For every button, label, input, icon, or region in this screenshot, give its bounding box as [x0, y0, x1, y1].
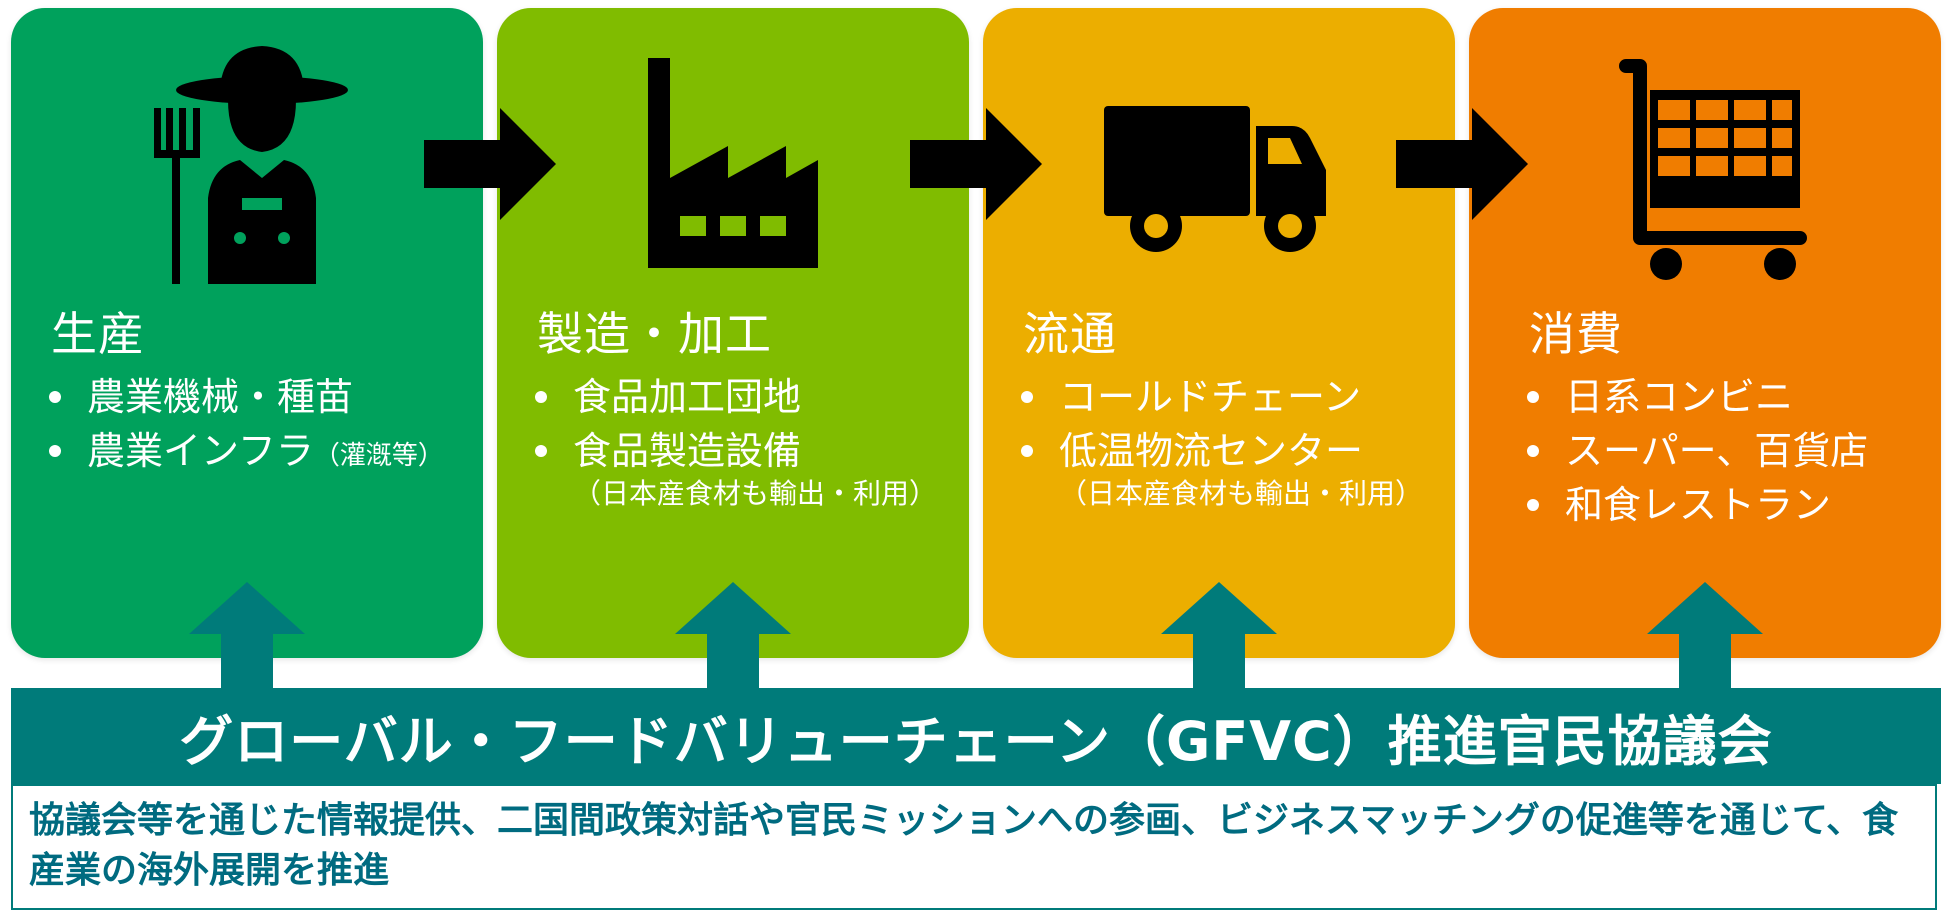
flow-arrow-right-icon [910, 108, 1042, 220]
list-item: コールドチェーン [1017, 370, 1423, 424]
bullet-dot [1527, 499, 1539, 511]
list-item: 日系コンビニ [1523, 370, 1868, 424]
bullet-dot [49, 445, 61, 457]
flow-arrow-right-icon [1396, 108, 1528, 220]
stage-bullet-list: 日系コンビニ スーパー、百貨店 和食レストラン [1523, 370, 1868, 532]
bullet-dot [535, 445, 547, 457]
bullet-dot [535, 391, 547, 403]
list-item: 農業機械・種苗 [45, 370, 444, 424]
list-item: スーパー、百貨店 [1523, 424, 1868, 478]
list-item: 低温物流センター （日本産食材も輸出・利用） [1017, 424, 1423, 510]
list-item-note: （日本産食材も輸出・利用） [573, 477, 938, 510]
stage-bullet-list: 農業機械・種苗 農業インフラ（灌漑等） [45, 370, 444, 483]
stage-title: 製造・加工 [537, 307, 772, 361]
council-banner: グローバル・フードバリューチェーン（GFVC）推進官民協議会 [11, 688, 1941, 784]
list-item: 食品製造設備 （日本産食材も輸出・利用） [531, 424, 937, 510]
stage-card-manufacturing: 製造・加工 食品加工団地 食品製造設備 （日本産食材も輸出・利用） [497, 8, 969, 658]
support-arrow-up-icon [1161, 582, 1277, 690]
list-item-text: 日系コンビニ [1565, 375, 1794, 419]
list-item-text: 和食レストラン [1565, 483, 1832, 527]
list-item: 食品加工団地 [531, 370, 937, 424]
description-box: 協議会等を通じた情報提供、二国間政策対話や官民ミッションへの参画、ビジネスマッチ… [11, 784, 1937, 910]
support-arrow-up-icon [675, 582, 791, 690]
stage-title: 消費 [1529, 307, 1623, 361]
list-item-text: スーパー、百貨店 [1565, 429, 1869, 473]
stage-bullet-list: コールドチェーン 低温物流センター （日本産食材も輸出・利用） [1017, 370, 1423, 510]
list-item-text: 農業機械・種苗 [87, 375, 354, 419]
description-text: 協議会等を通じた情報提供、二国間政策対話や官民ミッションへの参画、ビジネスマッチ… [29, 800, 1899, 891]
bullet-dot [1021, 445, 1033, 457]
bullet-dot [1527, 391, 1539, 403]
stage-title: 流通 [1023, 307, 1117, 361]
list-item-note: （灌漑等） [313, 441, 444, 471]
list-item-note: （日本産食材も輸出・利用） [1059, 477, 1424, 510]
farmer-icon [154, 46, 348, 284]
truck-icon [1104, 106, 1326, 252]
factory-icon [648, 58, 818, 268]
list-item-text: コールドチェーン [1059, 375, 1362, 419]
banner-title: グローバル・フードバリューチェーン（GFVC）推進官民協議会 [179, 709, 1773, 773]
flow-arrow-right-icon [424, 108, 556, 220]
list-item: 農業インフラ（灌漑等） [45, 424, 444, 483]
list-item-text: 低温物流センター [1059, 429, 1364, 473]
bullet-dot [1527, 445, 1539, 457]
shopping-cart-icon [1619, 59, 1807, 280]
stage-bullet-list: 食品加工団地 食品製造設備 （日本産食材も輸出・利用） [531, 370, 937, 510]
stage-card-consumption: 消費 日系コンビニ スーパー、百貨店 和食レストラン [1469, 8, 1941, 658]
list-item-text: 農業インフラ [87, 429, 314, 473]
stage-title: 生産 [51, 307, 145, 361]
list-item-text: 食品製造設備 [573, 429, 802, 473]
list-item: 和食レストラン [1523, 478, 1868, 532]
bullet-dot [49, 391, 61, 403]
list-item-text: 食品加工団地 [573, 375, 802, 419]
stage-card-production: 生産 農業機械・種苗 農業インフラ（灌漑等） [11, 8, 483, 658]
support-arrow-up-icon [1647, 582, 1763, 690]
stage-card-distribution: 流通 コールドチェーン 低温物流センター （日本産食材も輸出・利用） [983, 8, 1455, 658]
bullet-dot [1021, 391, 1033, 403]
support-arrow-up-icon [189, 582, 305, 690]
